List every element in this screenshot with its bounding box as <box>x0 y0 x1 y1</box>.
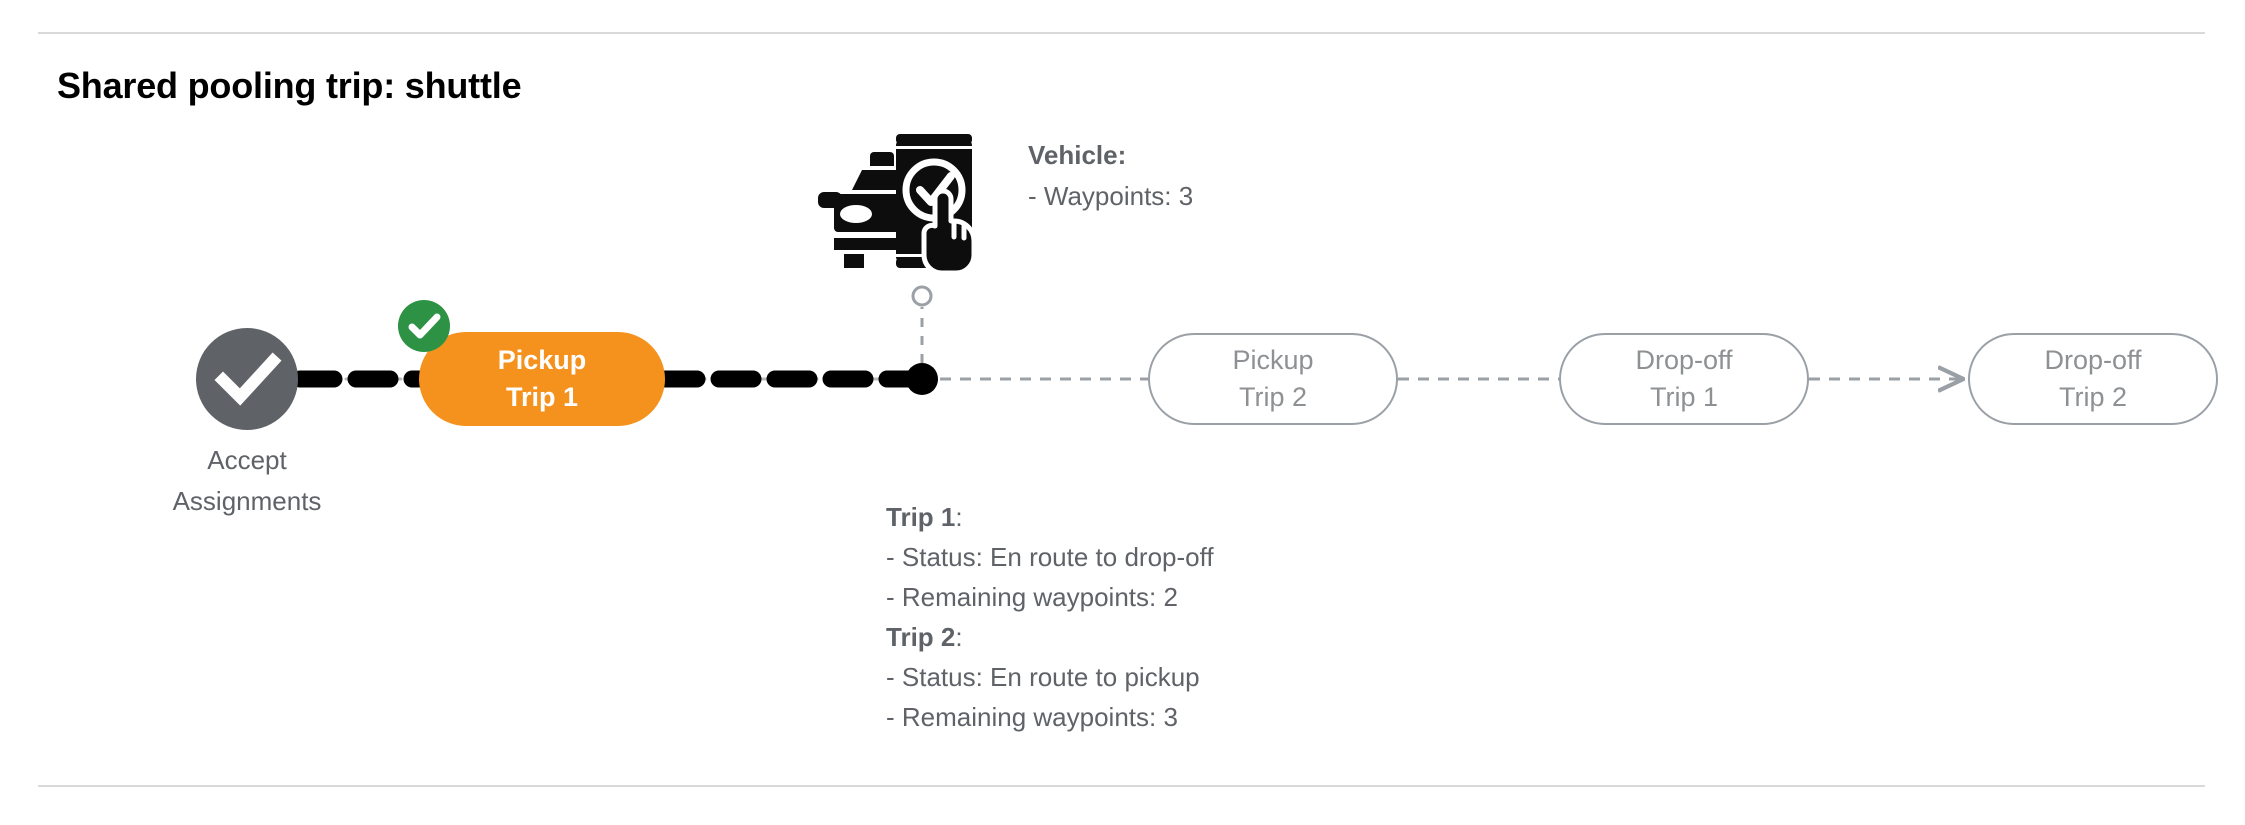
check-badge-icon <box>398 300 450 352</box>
accept-label-line2: Assignments <box>172 486 322 516</box>
trip2-heading-suffix: : <box>955 622 963 652</box>
vehicle-info-heading-suffix: : <box>1117 140 1127 170</box>
trip2-status-line: - Status: En route to pickup <box>886 662 1200 692</box>
trip1-status-line: - Status: En route to drop-off <box>886 542 1214 572</box>
accept-assignments-label: Accept Assignments <box>126 440 368 522</box>
node-pickup-trip-1[interactable]: Pickup Trip 1 <box>419 332 665 426</box>
node-pickup-trip-2[interactable]: Pickup Trip 2 <box>1148 333 1398 425</box>
trip1-heading: Trip 1 <box>886 502 956 532</box>
trip1-waypoints-line: - Remaining waypoints: 2 <box>886 582 1178 612</box>
trip1-heading-row: Trip 1: <box>886 497 1214 537</box>
node-accept-assignments[interactable]: Accept Assignments <box>173 328 321 516</box>
dropoff-trip2-line1: Drop-off <box>2044 345 2142 375</box>
vehicle-position-dot <box>906 363 938 395</box>
accept-label-line1: Accept <box>207 445 287 475</box>
dropoff-trip1-line1: Drop-off <box>1635 345 1733 375</box>
trips-info-block: Trip 1: - Status: En route to drop-off -… <box>886 497 1214 737</box>
page-title: Shared pooling trip: shuttle <box>57 65 522 106</box>
check-circle-icon <box>196 328 298 430</box>
vehicle-phone-check-icon <box>818 122 978 277</box>
vehicle-waypoints-line: - Waypoints: 3 <box>1028 181 1194 211</box>
trip2-heading: Trip 2 <box>886 622 956 652</box>
pickup-trip2-line1: Pickup <box>1232 345 1314 375</box>
vehicle-info-heading: Vehicle <box>1028 140 1118 170</box>
trip1-heading-suffix: : <box>955 502 963 532</box>
node-dropoff-trip-2[interactable]: Drop-off Trip 2 <box>1968 333 2218 425</box>
trip2-waypoints-line: - Remaining waypoints: 3 <box>886 702 1178 732</box>
vehicle-info-heading-row: Vehicle: <box>1028 135 1193 176</box>
pickup-trip1-line2: Trip 1 <box>505 382 579 412</box>
pickup-trip2-line2: Trip 2 <box>1238 382 1307 412</box>
dropoff-trip2-line2: Trip 2 <box>2058 382 2127 412</box>
vehicle-marker-anchor <box>911 285 933 307</box>
top-divider <box>38 32 2205 34</box>
trip2-heading-row: Trip 2: <box>886 617 1214 657</box>
dropoff-trip1-line2: Trip 1 <box>1649 382 1718 412</box>
pickup-trip1-line1: Pickup <box>497 345 587 375</box>
node-dropoff-trip-1[interactable]: Drop-off Trip 1 <box>1559 333 1809 425</box>
bottom-divider <box>38 785 2205 787</box>
vehicle-info-block: Vehicle: - Waypoints: 3 <box>1028 135 1193 217</box>
